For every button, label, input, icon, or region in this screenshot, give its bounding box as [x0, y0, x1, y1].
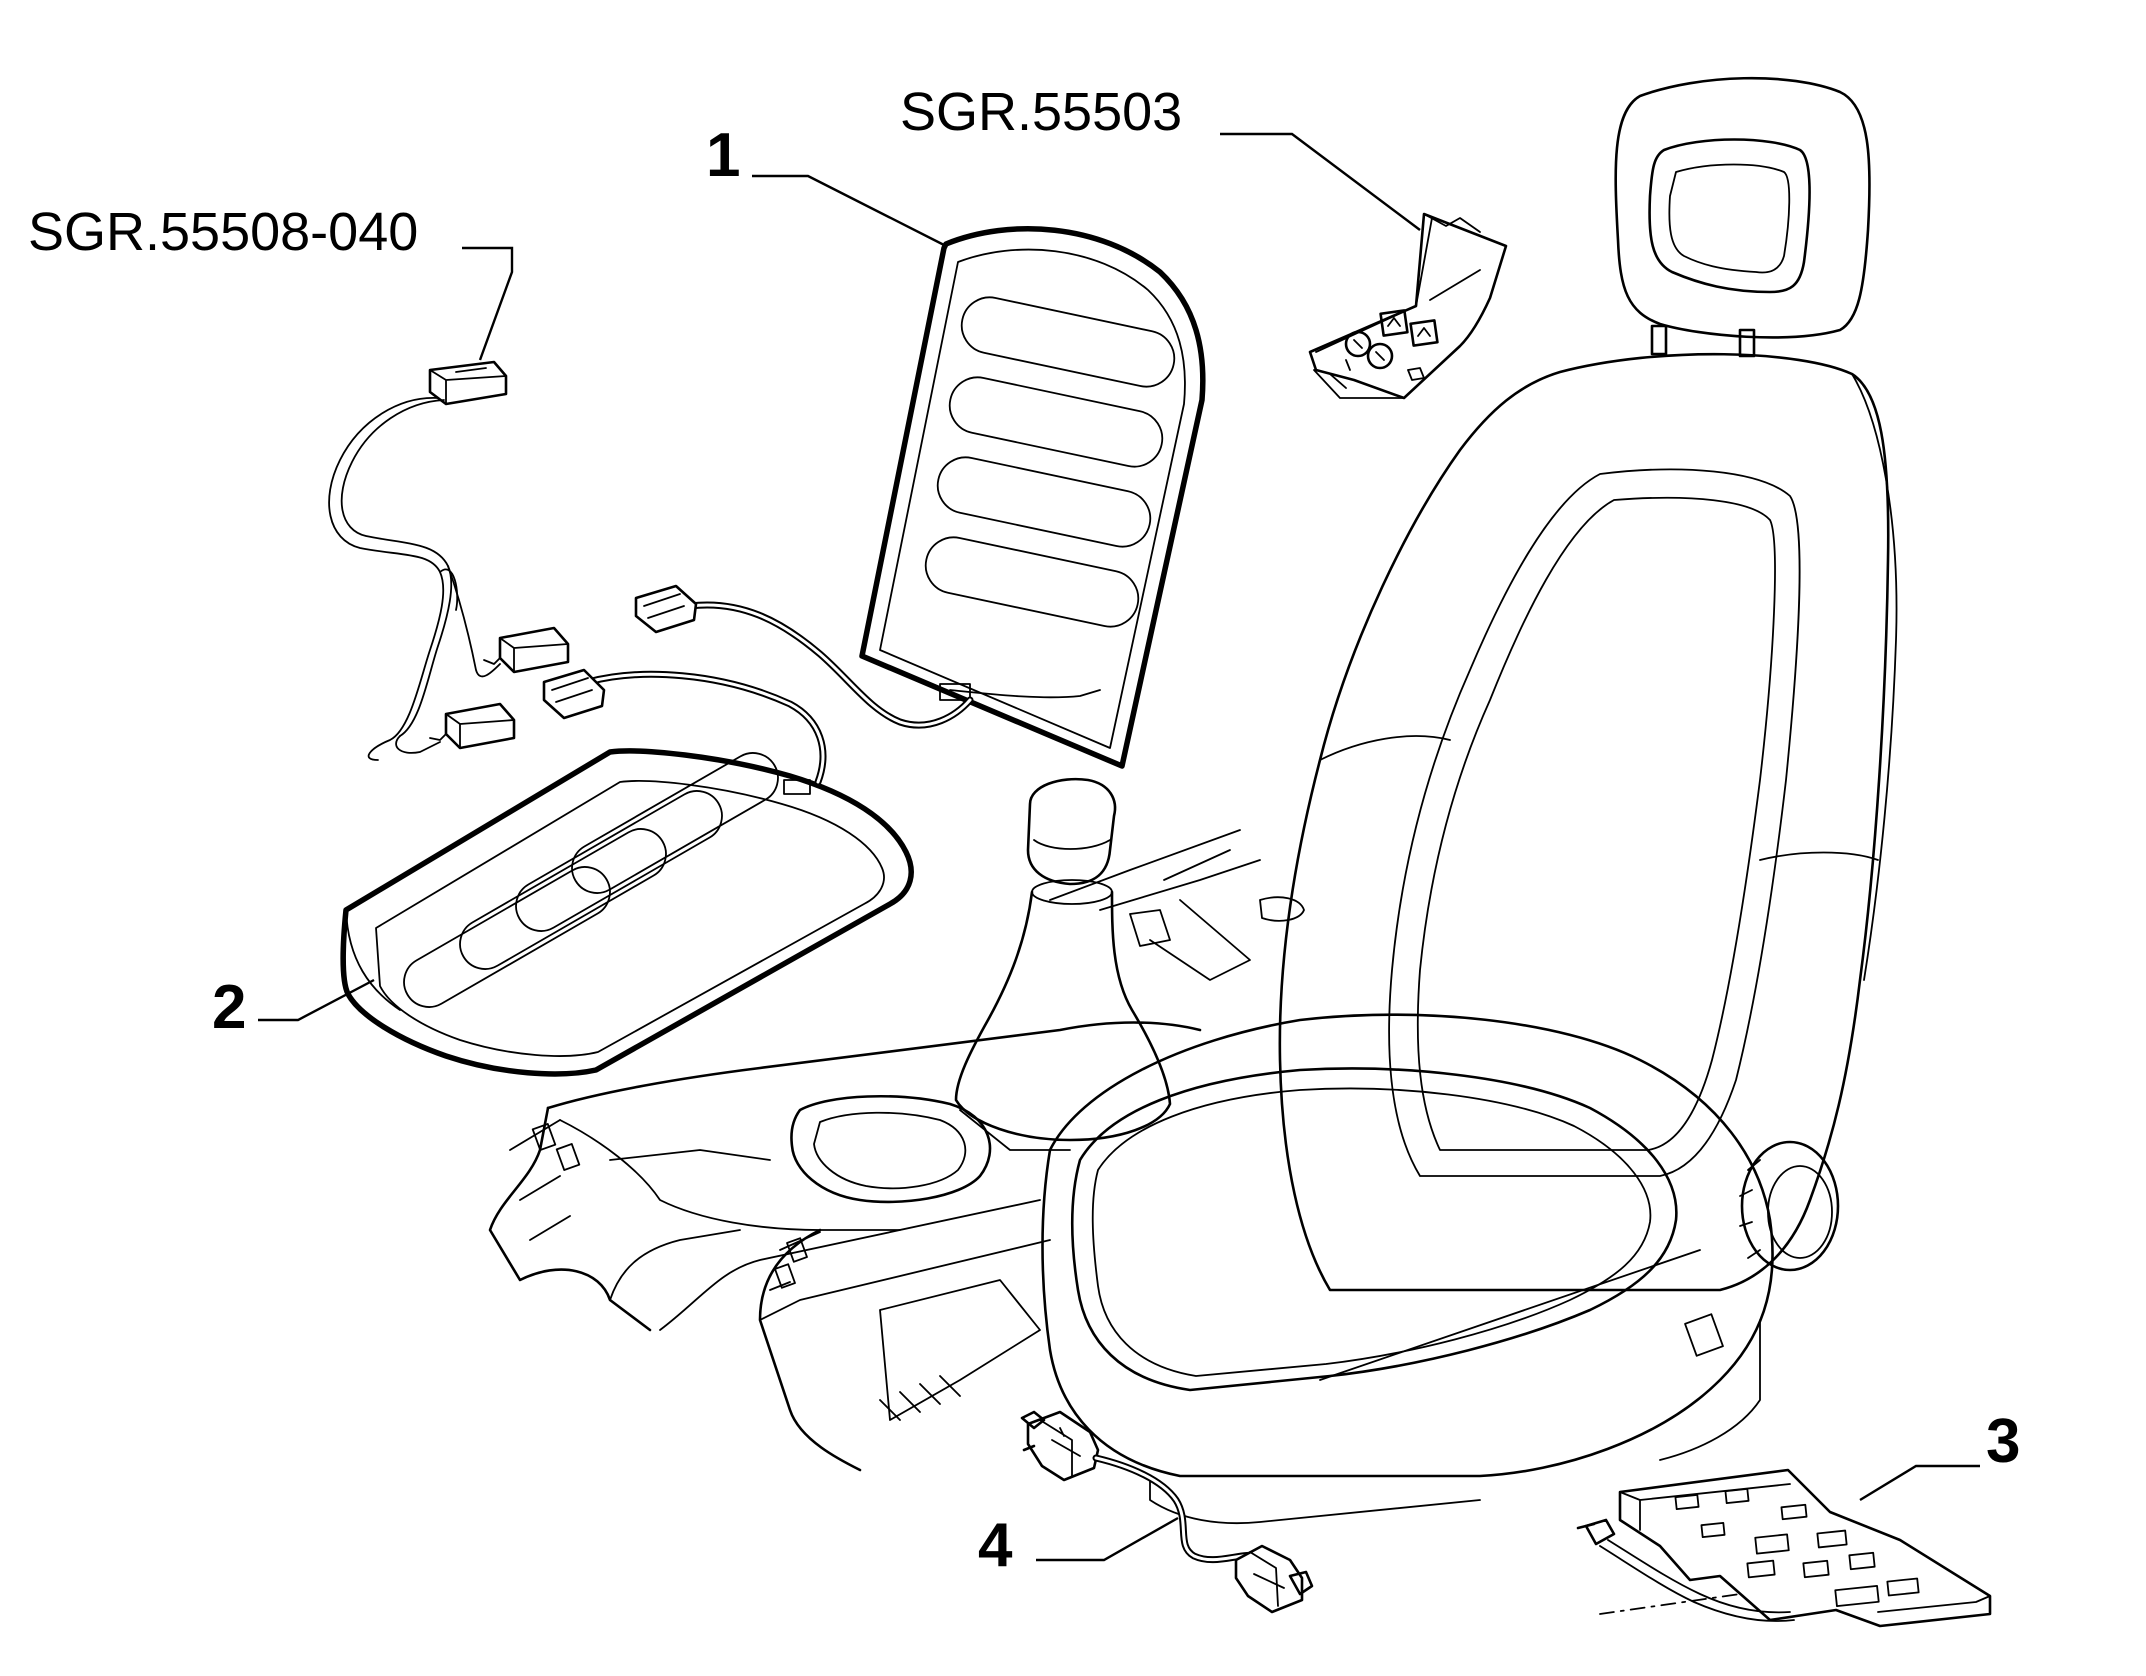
center-console-icon	[488, 777, 1305, 1472]
leader-lines	[258, 132, 1980, 1562]
seat-heat-button-icon	[1379, 309, 1409, 337]
seat-assembly-icon	[1041, 76, 1898, 1525]
pad-connector-icon	[542, 668, 606, 720]
label-sgr-55508-040: SGR.55508-040	[28, 202, 418, 262]
switch-panel-icon	[1308, 212, 1508, 400]
pad-connector-icon	[634, 584, 698, 634]
leader-sgr-55508-040	[462, 246, 514, 361]
cushion-heating-pad-icon	[340, 748, 914, 1077]
leader-item-4	[1036, 1516, 1179, 1562]
label-item-1: 1	[706, 121, 740, 190]
rotary-knob-icon	[1344, 330, 1394, 370]
label-sgr-55503: SGR.55503	[900, 82, 1182, 142]
seat-heat-button-icon	[1409, 319, 1439, 347]
leader-item-2	[258, 978, 375, 1022]
harness-sgr-55508-040-icon	[328, 360, 570, 761]
backrest-heating-pad-icon	[859, 226, 1206, 769]
control-module-icon	[1576, 1468, 1992, 1628]
connector-cable-icon	[1020, 1410, 1314, 1614]
leader-item-1	[752, 174, 947, 248]
label-item-3: 3	[1986, 1407, 2020, 1476]
wiring-harness-icon	[542, 584, 974, 786]
label-item-2: 2	[212, 973, 246, 1042]
gear-lever-icon	[954, 777, 1172, 1151]
label-item-4: 4	[978, 1511, 1013, 1580]
leader-sgr-55503	[1220, 132, 1421, 231]
leader-item-3	[1859, 1464, 1980, 1502]
callout-labels: SGR.55508-040 SGR.55503 1 2 3 4	[28, 82, 2020, 1580]
